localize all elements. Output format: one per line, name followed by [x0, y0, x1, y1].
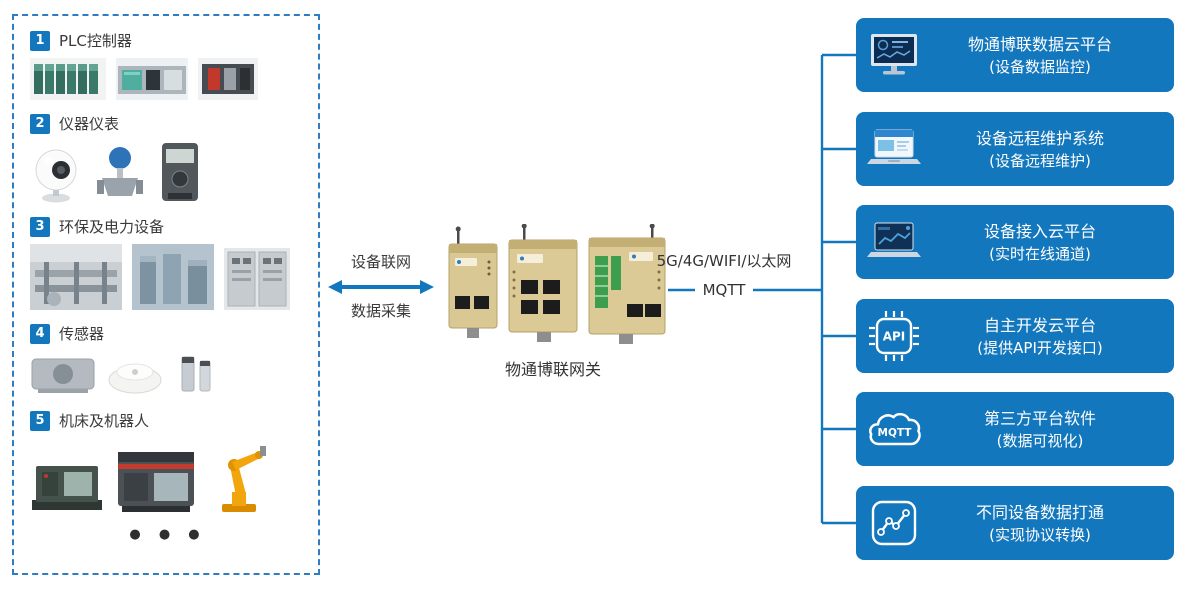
- plc-rack-red-photo: [198, 58, 258, 100]
- card-subtitle: (设备远程维护): [989, 151, 1091, 170]
- remote-maintenance-laptop-icon: [856, 129, 932, 169]
- smoke-detector-photo: [108, 363, 162, 394]
- api-icon-text: API: [883, 330, 906, 344]
- platform-card-third-party: MQTT 第三方平台软件 (数据可视化): [856, 392, 1174, 466]
- group-images: [30, 438, 306, 514]
- network-type-label: 5G/4G/WIFI/以太网: [656, 252, 792, 270]
- device-group-instruments: 2 仪器仪表: [30, 113, 306, 203]
- group-label: 机床及机器人: [59, 412, 150, 430]
- water-treatment-photo: [30, 244, 122, 310]
- card-title: 自主开发云平台: [983, 315, 1096, 335]
- group-header: 3 环保及电力设备: [30, 216, 306, 237]
- robot-arm-photo: [222, 446, 266, 512]
- device-group-plc: 1 PLC控制器: [30, 30, 306, 100]
- platform-card-device-access: 设备接入云平台 (实时在线通道): [856, 205, 1174, 279]
- card-text: 设备接入云平台 (实时在线通道): [932, 220, 1174, 265]
- card-title: 第三方平台软件: [983, 408, 1096, 428]
- card-subtitle: (实现协议转换): [989, 525, 1091, 544]
- platform-card-cloud-platform: 物通博联数据云平台 (设备数据监控): [856, 18, 1174, 92]
- industrial-sensor-photo: [31, 358, 95, 393]
- gateway-block: 物通博联网关: [436, 223, 670, 380]
- card-text: 设备远程维护系统 (设备远程维护): [932, 127, 1174, 172]
- group-label: 环保及电力设备: [59, 218, 165, 236]
- group-number-badge: 1: [30, 30, 50, 51]
- card-text: 自主开发云平台 (提供API开发接口): [932, 314, 1174, 359]
- electrical-cabinets-photo: [224, 248, 290, 310]
- group-label: PLC控制器: [59, 32, 132, 50]
- platform-card-data-bridging: 不同设备数据打通 (实现协议转换): [856, 486, 1174, 560]
- card-subtitle: (数据可视化): [996, 431, 1084, 450]
- card-title: 设备接入云平台: [983, 221, 1096, 241]
- card-text: 第三方平台软件 (数据可视化): [932, 407, 1174, 452]
- device-group-environment-power: 3 环保及电力设备: [30, 216, 306, 310]
- magnetic-sensor-photo: [181, 356, 211, 392]
- platform-card-remote-maintenance: 设备远程维护系统 (设备远程维护): [856, 112, 1174, 186]
- group-number-badge: 2: [30, 113, 50, 134]
- card-text: 物通博联数据云平台 (设备数据监控): [932, 33, 1174, 78]
- card-title: 设备远程维护系统: [975, 128, 1104, 148]
- arrow-bottom-label: 数据采集: [350, 302, 411, 320]
- cnc-machine-photo: [32, 466, 102, 510]
- card-text: 不同设备数据打通 (实现协议转换): [932, 501, 1174, 546]
- camera-photo: [35, 149, 77, 203]
- group-number-badge: 5: [30, 410, 50, 431]
- protocol-label: MQTT: [694, 281, 754, 300]
- group-label: 传感器: [59, 325, 105, 343]
- group-header: 2 仪器仪表: [30, 113, 306, 134]
- more-devices-indicator: ● ● ●: [129, 527, 207, 542]
- power-plant-photo: [132, 244, 214, 310]
- double-arrow-icon: [328, 280, 434, 294]
- device-group-machines-robots: 5 机床及机器人: [30, 410, 306, 514]
- group-number-badge: 4: [30, 323, 50, 344]
- device-group-sensors: 4 传感器: [30, 323, 306, 397]
- group-images: [30, 141, 306, 203]
- device-link-arrow-block: 设备联网 数据采集: [326, 253, 436, 321]
- mqtt-icon-text: MQTT: [878, 427, 913, 439]
- card-title: 物通博联数据云平台: [967, 34, 1112, 54]
- machining-center-photo: [118, 452, 194, 512]
- arrow-top-label: 设备联网: [350, 253, 411, 271]
- group-label: 仪器仪表: [59, 115, 120, 133]
- card-title: 不同设备数据打通: [975, 502, 1104, 522]
- group-images: [30, 58, 306, 100]
- gateway-label: 物通博联网关: [504, 360, 601, 379]
- platform-card-api-platform: API 自主开发云平台 (提供API开发接口): [856, 299, 1174, 373]
- group-images: [30, 244, 306, 310]
- device-types-panel: 1 PLC控制器: [12, 14, 320, 575]
- energy-meter-photo: [162, 143, 198, 201]
- plc-rack-modules-photo: [30, 58, 106, 100]
- device-access-laptop-icon: [856, 222, 932, 262]
- plc-rack-teal-photo: [116, 58, 188, 100]
- gateway-devices-photo: [448, 223, 666, 344]
- data-line-chart-icon: [856, 495, 932, 551]
- api-chip-icon: API: [856, 308, 932, 364]
- mqtt-cloud-icon: MQTT: [856, 405, 932, 453]
- group-number-badge: 3: [30, 216, 50, 237]
- network-labels: 5G/4G/WIFI/以太网 MQTT: [648, 252, 800, 300]
- card-subtitle: (设备数据监控): [989, 57, 1091, 76]
- group-header: 4 传感器: [30, 323, 306, 344]
- group-header: 1 PLC控制器: [30, 30, 306, 51]
- card-subtitle: (提供API开发接口): [977, 338, 1103, 357]
- card-subtitle: (实时在线通道): [989, 244, 1091, 263]
- control-valve-photo: [97, 147, 143, 196]
- cloud-dashboard-monitor-icon: [856, 32, 932, 78]
- group-header: 5 机床及机器人: [30, 410, 306, 431]
- group-images: [30, 351, 306, 397]
